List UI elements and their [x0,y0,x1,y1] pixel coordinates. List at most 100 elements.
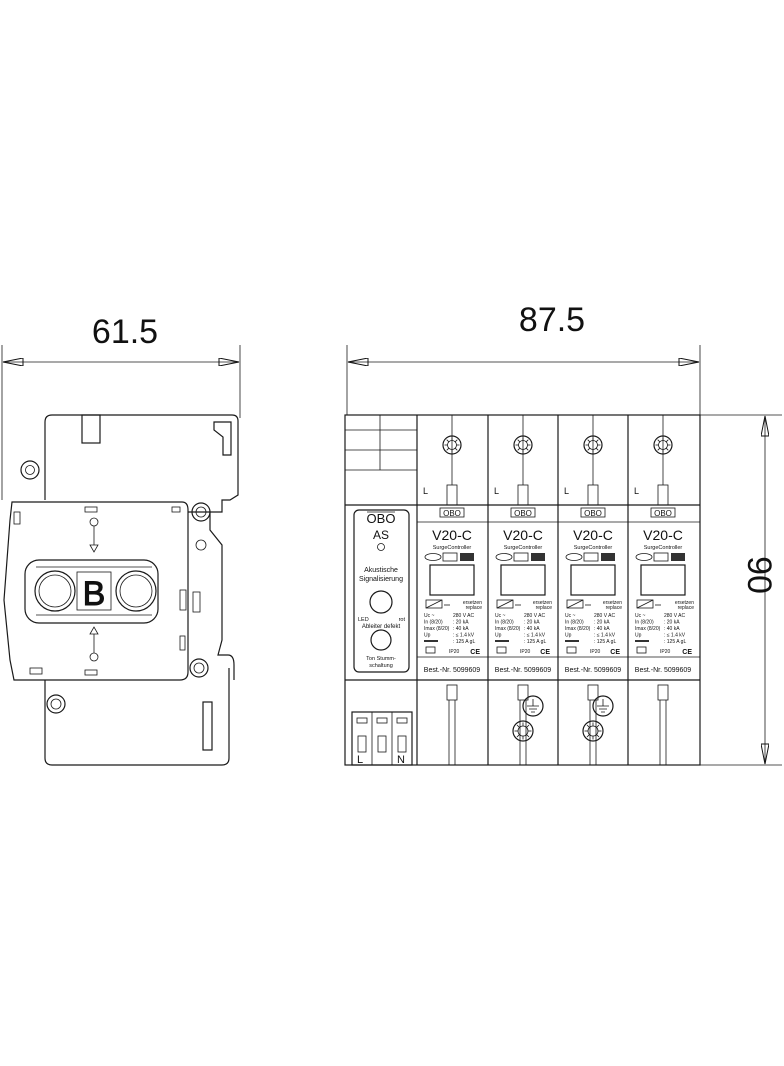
screw-icon [512,720,534,742]
spec-value: : 40 kA [664,626,680,632]
replace-icon [496,599,514,609]
signal-module: OBO AS Akustische Signalisierung LED rot… [351,509,413,766]
module-brand: OBO [654,509,672,518]
screw-icon [442,435,462,455]
status-window [570,564,616,596]
spec-value: 280 V AC [594,613,616,619]
mute-label-2: schaltung [369,663,393,669]
spec-value: : ≤ 1.4 kV [453,633,475,639]
led-indicator [370,629,392,651]
ip-rating: IP20 [449,649,460,655]
status-window [429,564,475,596]
module-subtitle: SurgeController [574,545,613,551]
terminal-slot [377,735,387,753]
spec-value: : 125 A gL [524,639,546,645]
dimension-height: 90 [700,414,782,766]
status-window [640,564,686,596]
replace-label-1: ersetzen [463,600,482,606]
line-label: L [634,486,639,496]
replace-icon [425,599,443,609]
ul-logo-icon [531,553,545,561]
replace-label-2: replace [536,605,553,611]
spec-name: In (8/20) [424,620,443,626]
surge-module[interactable]: LOBOV20-CSurgeControllerersetzenreplaceU… [488,415,558,765]
spec-value: : 20 kA [453,620,469,626]
spec-value: : 125 A gL [664,639,686,645]
screw-icon [583,435,603,455]
mute-button[interactable] [369,590,393,614]
fuse-icon [495,640,509,642]
signal-type: AS [373,528,389,542]
defect-label: Ableiter defekt [362,624,401,630]
spec-name: In (8/20) [495,620,514,626]
fuse-icon [635,640,649,642]
ce-mark-icon: CE [470,649,480,656]
signal-brand: OBO [367,511,396,526]
spec-value: : 20 kA [664,620,680,626]
spec-name: Uc ~ [565,613,576,619]
dimension-length: 87.5 [346,301,701,415]
status-window [500,564,546,596]
spec-value: : ≤ 1.4 kV [664,633,686,639]
spec-name: Imax (8/20) [635,626,661,632]
dimension-width: 61.5 [1,313,241,500]
led-label: LED [358,617,369,623]
vde-logo-icon [495,553,513,561]
module-subtitle: SurgeController [433,545,472,551]
module-brand: OBO [443,509,461,518]
order-number: Best.-Nr. 5099609 [635,667,692,674]
replace-icon [566,599,584,609]
svg-text:B: B [83,575,106,613]
side-view: 61.5 B [1,313,241,766]
ul-logo-icon [601,553,615,561]
kema-logo-icon [442,552,458,562]
replace-label-2: replace [606,605,623,611]
kema-logo-icon [653,552,669,562]
terminal-label: L [357,754,363,766]
module-subtitle: SurgeController [504,545,543,551]
line-label: L [423,486,428,496]
terminal-screw [396,717,408,724]
terminal-screw [376,717,388,724]
vde-logo-icon [565,553,583,561]
module-brand: OBO [514,509,532,518]
module-model: V20-C [643,527,683,543]
spec-name: In (8/20) [635,620,654,626]
signal-title-1: Akustische [364,567,398,574]
surge-module[interactable]: LOBOV20-CSurgeControllerersetzenreplaceU… [558,415,628,765]
led-color: rot [399,617,406,623]
line-label: L [494,486,499,496]
order-number: Best.-Nr. 5099609 [424,667,481,674]
terminal-slot [357,735,367,753]
screw-icon [653,435,673,455]
spec-value: : ≤ 1.4 kV [594,633,616,639]
spec-value: : 40 kA [594,626,610,632]
kema-logo-icon [513,552,529,562]
screw-icon [513,435,533,455]
replace-label-2: replace [466,605,483,611]
vde-logo-icon [424,553,442,561]
spec-value: 280 V AC [453,613,475,619]
height-label: 90 [740,556,778,594]
module-brand: OBO [584,509,602,518]
signal-title-2: Signalisierung [359,576,403,583]
length-label: 87.5 [519,301,585,339]
obo-logo: B [24,559,159,624]
module-model: V20-C [573,527,613,543]
width-label: 61.5 [92,313,158,351]
module-model: V20-C [503,527,543,543]
spec-name: Up [424,633,431,639]
front-view: 87.5 90 OBO AS Akustische Signalisierung… [344,301,782,766]
spec-value: : 40 kA [453,626,469,632]
spec-name: Up [635,633,642,639]
replace-label-1: ersetzen [675,600,694,606]
fuse-icon [424,640,438,642]
spec-name: Imax (8/20) [565,626,591,632]
surge-module[interactable]: L OBO V20-C SurgeController ersetzenreplaceU… [417,415,488,765]
ground-icon [522,695,544,717]
ce-mark-icon: CE [540,649,550,656]
module-model: V20-C [432,527,472,543]
spec-value: : 20 kA [524,620,540,626]
surge-module[interactable]: LOBOV20-CSurgeControllerersetzenreplaceU… [628,415,700,765]
spec-name: Uc ~ [424,613,435,619]
